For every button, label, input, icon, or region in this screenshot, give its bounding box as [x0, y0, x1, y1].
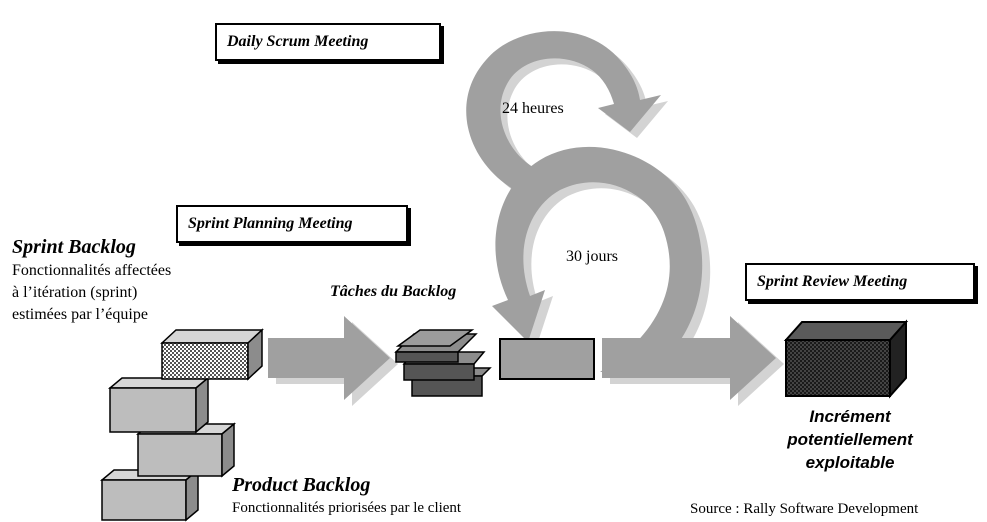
daily-cycle-label: 24 heures — [502, 100, 564, 117]
increment-box — [783, 319, 909, 399]
daily-scrum-meeting-text: Daily Scrum Meeting — [227, 33, 369, 50]
source-credit: Source : Rally Software Development — [690, 501, 919, 517]
planning-arrow — [268, 316, 398, 406]
sprint-backlog-line-2: à l’itération (sprint) — [12, 284, 138, 301]
task-stack-icon — [394, 329, 492, 397]
sprint-cycle-arrow — [492, 146, 711, 378]
review-arrow — [602, 316, 784, 406]
sprint-review-meeting-label: Sprint Review Meeting — [745, 263, 975, 301]
increment-line-1: Incrément — [809, 407, 891, 426]
product-backlog-subtitle: Fonctionnalités priorisées par le client — [232, 500, 462, 516]
sprint-backlog-line-1: Fonctionnalités affectées — [12, 262, 172, 279]
increment-line-2: potentiellement — [787, 430, 913, 449]
sprint-box — [499, 338, 595, 380]
increment-line-3: exploitable — [805, 453, 895, 472]
sprint-backlog-box — [160, 328, 264, 381]
daily-scrum-meeting-label: Daily Scrum Meeting — [215, 23, 441, 61]
sprint-backlog-line-3: estimées par l’équipe — [12, 306, 148, 323]
sprint-backlog-title: Sprint Backlog — [12, 236, 136, 258]
sprint-review-meeting-text: Sprint Review Meeting — [757, 273, 908, 290]
increment-caption: Incrément potentiellement exploitable — [775, 405, 925, 474]
sprint-planning-meeting-text: Sprint Planning Meeting — [188, 215, 353, 232]
product-backlog-title: Product Backlog — [232, 474, 371, 496]
sprint-cycle-label: 30 jours — [566, 248, 618, 265]
sprint-planning-meeting-label: Sprint Planning Meeting — [176, 205, 408, 243]
product-backlog-stack — [99, 376, 237, 522]
daily-cycle-arrow — [466, 31, 668, 204]
tasks-backlog-label: Tâches du Backlog — [330, 283, 457, 300]
